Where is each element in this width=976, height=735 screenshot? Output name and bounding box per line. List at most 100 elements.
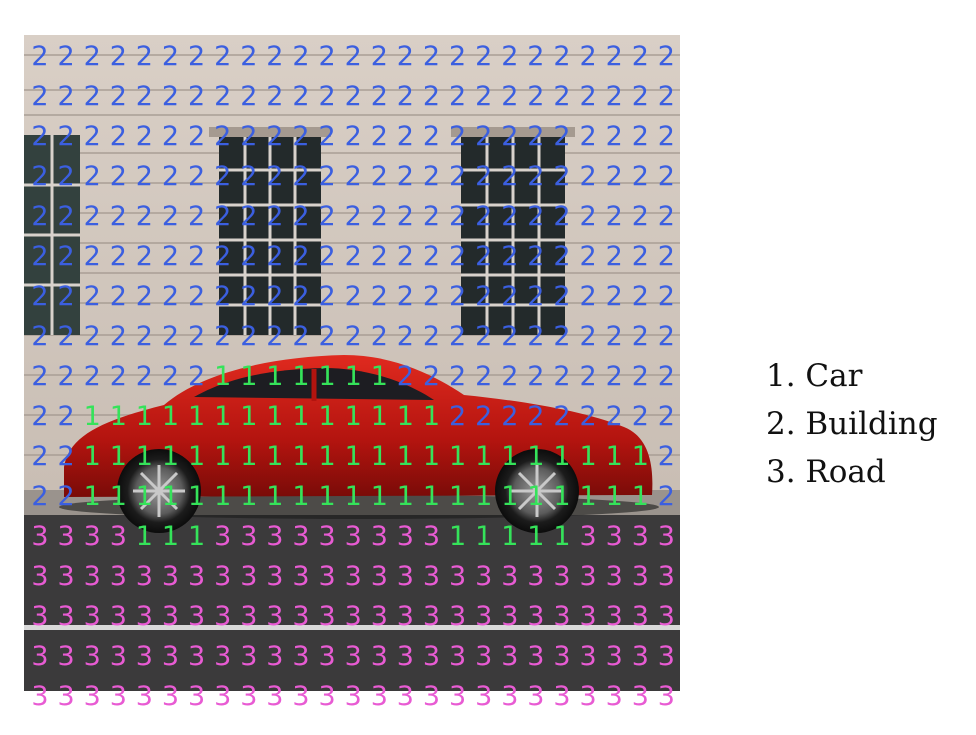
segment-label-2: 2 (345, 281, 362, 312)
segment-label-2: 2 (658, 361, 675, 392)
segment-label-2: 2 (240, 201, 257, 232)
segment-label-2: 2 (449, 321, 466, 352)
class-legend: 1. Car 2. Building 3. Road (766, 352, 938, 496)
segment-label-3: 3 (423, 641, 440, 672)
segment-label-3: 3 (658, 681, 675, 712)
segment-label-2: 2 (319, 201, 336, 232)
segment-label-2: 2 (501, 201, 518, 232)
segment-label-3: 3 (606, 561, 623, 592)
segment-label-2: 2 (214, 121, 231, 152)
segment-label-3: 3 (658, 641, 675, 672)
segment-label-2: 2 (606, 121, 623, 152)
segment-label-2: 2 (31, 441, 48, 472)
segment-label-1: 1 (423, 481, 440, 512)
segment-label-2: 2 (632, 161, 649, 192)
segment-label-2: 2 (110, 361, 127, 392)
segment-label-3: 3 (527, 681, 544, 712)
segment-label-2: 2 (632, 41, 649, 72)
segment-label-2: 2 (397, 201, 414, 232)
segment-label-2: 2 (240, 161, 257, 192)
segment-label-2: 2 (527, 321, 544, 352)
segment-label-3: 3 (371, 681, 388, 712)
segment-label-2: 2 (423, 201, 440, 232)
segment-label-2: 2 (449, 401, 466, 432)
segment-label-2: 2 (292, 281, 309, 312)
segment-label-2: 2 (214, 241, 231, 272)
segment-label-3: 3 (240, 681, 257, 712)
segment-label-3: 3 (84, 521, 101, 552)
segment-label-3: 3 (188, 681, 205, 712)
segment-label-2: 2 (162, 241, 179, 272)
segment-label-2: 2 (136, 201, 153, 232)
segment-label-3: 3 (266, 641, 283, 672)
segment-label-1: 1 (319, 401, 336, 432)
segment-label-2: 2 (31, 481, 48, 512)
segment-label-3: 3 (84, 601, 101, 632)
segment-label-2: 2 (266, 161, 283, 192)
segment-label-2: 2 (110, 241, 127, 272)
segment-label-1: 1 (292, 361, 309, 392)
segment-label-2: 2 (292, 81, 309, 112)
segment-label-3: 3 (658, 521, 675, 552)
segment-label-2: 2 (188, 161, 205, 192)
segment-label-3: 3 (240, 521, 257, 552)
segment-label-3: 3 (345, 561, 362, 592)
legend-item-road: 3. Road (766, 454, 886, 490)
segment-label-2: 2 (110, 41, 127, 72)
segment-label-1: 1 (501, 441, 518, 472)
segment-label-3: 3 (475, 641, 492, 672)
segment-label-3: 3 (110, 681, 127, 712)
segment-label-2: 2 (31, 41, 48, 72)
segment-label-2: 2 (58, 41, 75, 72)
segment-label-2: 2 (527, 121, 544, 152)
segment-label-2: 2 (240, 41, 257, 72)
segment-label-2: 2 (136, 281, 153, 312)
segment-label-2: 2 (84, 241, 101, 272)
segment-label-1: 1 (475, 481, 492, 512)
segment-label-3: 3 (136, 681, 153, 712)
segment-label-3: 3 (606, 681, 623, 712)
segment-label-2: 2 (397, 321, 414, 352)
segment-label-3: 3 (449, 641, 466, 672)
segment-label-2: 2 (162, 281, 179, 312)
segment-label-2: 2 (371, 41, 388, 72)
segment-label-2: 2 (423, 41, 440, 72)
segment-label-2: 2 (501, 41, 518, 72)
segment-label-1: 1 (240, 481, 257, 512)
segment-label-1: 1 (345, 361, 362, 392)
segment-label-3: 3 (527, 601, 544, 632)
segment-label-2: 2 (475, 81, 492, 112)
segment-label-2: 2 (527, 161, 544, 192)
segment-label-3: 3 (371, 641, 388, 672)
segment-label-3: 3 (606, 521, 623, 552)
segment-label-2: 2 (658, 81, 675, 112)
segment-label-2: 2 (136, 321, 153, 352)
segment-label-2: 2 (449, 281, 466, 312)
segment-label-3: 3 (162, 681, 179, 712)
segment-label-2: 2 (240, 81, 257, 112)
segment-label-3: 3 (632, 681, 649, 712)
segment-label-2: 2 (580, 241, 597, 272)
segment-label-2: 2 (84, 321, 101, 352)
segment-label-3: 3 (553, 641, 570, 672)
segment-label-1: 1 (319, 481, 336, 512)
segment-label-3: 3 (475, 601, 492, 632)
segment-label-2: 2 (553, 241, 570, 272)
red-car (59, 355, 659, 533)
segment-label-2: 2 (553, 201, 570, 232)
segment-label-1: 1 (266, 481, 283, 512)
segment-label-1: 1 (527, 521, 544, 552)
segment-label-3: 3 (345, 681, 362, 712)
segment-label-2: 2 (580, 81, 597, 112)
segment-label-2: 2 (527, 361, 544, 392)
segment-label-3: 3 (84, 641, 101, 672)
segment-label-2: 2 (240, 121, 257, 152)
segment-label-2: 2 (449, 81, 466, 112)
segment-label-3: 3 (553, 561, 570, 592)
segment-label-3: 3 (580, 681, 597, 712)
segment-label-2: 2 (632, 201, 649, 232)
segment-label-3: 3 (371, 601, 388, 632)
segment-label-1: 1 (527, 441, 544, 472)
segment-label-3: 3 (345, 521, 362, 552)
